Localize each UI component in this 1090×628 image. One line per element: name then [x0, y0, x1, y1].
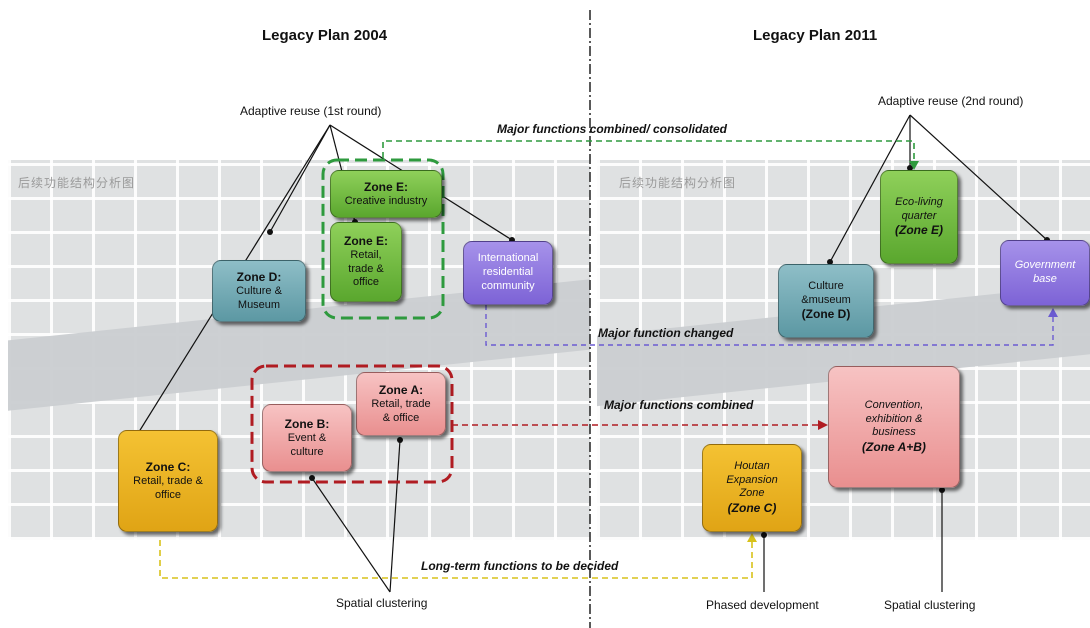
changed-dash [485, 305, 1054, 346]
zone-title: Zone E: [364, 179, 408, 194]
consolidated-dash [382, 140, 915, 163]
culture-museum-box: Culture &museum (Zone D) [778, 264, 874, 338]
zone-d-box: Zone D: Culture & Museum [212, 260, 306, 322]
zone-text: Expansion [726, 473, 778, 486]
anchor-dot [397, 437, 403, 443]
map-caption-2011: 后续功能结构分析图 [619, 176, 737, 190]
zone-text: base [1033, 273, 1057, 285]
phased-development-label: Phased development [706, 598, 819, 612]
zone-text: Creative industry [344, 194, 428, 207]
zone-ab-group-outline [250, 364, 454, 484]
zone-text: residential [482, 266, 534, 279]
zone-e-group-outline [321, 158, 445, 320]
anchor-dot [761, 532, 767, 538]
zone-text: & office [382, 411, 420, 424]
zone-title: Zone B: [284, 416, 330, 431]
anchor-dot [827, 259, 833, 265]
map-caption-2004: 后续功能结构分析图 [18, 176, 136, 190]
zone-text: Retail, [350, 248, 382, 261]
zone-title: Zone C: [145, 459, 191, 474]
zone-text: Convention, [864, 398, 924, 411]
zone-e-creative-box: Zone E: Creative industry [330, 170, 442, 218]
eco-living-box: Eco-living quarter (Zone E) [880, 170, 958, 264]
zone-text: Culture [808, 279, 844, 292]
houtan-expansion-box: Houtan Expansion Zone (Zone C) [702, 444, 802, 532]
zone-text: Houtan [734, 459, 770, 472]
arrowhead [1048, 308, 1058, 317]
arrowhead [747, 533, 757, 542]
zone-a-box: Zone A: Retail, trade & office [356, 372, 446, 436]
convention-exhibition-box: Convention, exhibition & business (Zone … [828, 366, 960, 488]
zone-text: culture [290, 445, 324, 458]
consolidated-label: Major functions combined/ consolidated [497, 122, 728, 136]
zone-text: Government [1014, 259, 1076, 272]
anchor-dot [939, 487, 945, 493]
zone-text: business [872, 426, 916, 439]
arrowhead [909, 161, 919, 170]
zone-title: Zone E: [344, 233, 388, 248]
zone-text: Zone [739, 487, 765, 500]
spatial-clustering-left-label: Spatial clustering [336, 596, 428, 610]
combined-label: Major functions combined [604, 398, 754, 412]
spatial-clustering-left-lines [311, 439, 401, 593]
adaptive-reuse-1-label: Adaptive reuse (1st round) [240, 104, 382, 118]
zone-title: (Zone A+B) [862, 440, 926, 455]
international-residential-box: International residential community [463, 241, 553, 305]
zone-text: Event & [287, 431, 327, 444]
zone-text: &museum [801, 293, 851, 306]
zone-text: exhibition & [865, 412, 923, 425]
zone-text: trade & [348, 262, 384, 275]
zone-text: Culture & [236, 284, 282, 297]
adaptive-reuse-2-label: Adaptive reuse (2nd round) [878, 94, 1024, 108]
zone-text: International [477, 252, 539, 265]
anchor-dot [907, 165, 913, 171]
zone-text: Retail, trade [371, 397, 431, 410]
government-base-box: Government base [1000, 240, 1090, 306]
zone-text: office [154, 488, 182, 501]
zone-text: quarter [901, 209, 937, 222]
zone-text: community [481, 279, 535, 292]
long-term-label: Long-term functions to be decided [421, 559, 619, 573]
zone-title: Zone A: [378, 382, 424, 397]
changed-label: Major function changed [598, 326, 734, 340]
map-2004: 后续功能结构分析图 [8, 160, 590, 540]
zone-text: Eco-living [895, 195, 943, 208]
zone-b-box: Zone B: Event & culture [262, 404, 352, 472]
zone-title: (Zone C) [727, 501, 777, 516]
spatial-clustering-right-label: Spatial clustering [884, 598, 976, 612]
zone-title: Zone D: [236, 269, 282, 284]
title-2004: Legacy Plan 2004 [262, 27, 388, 44]
arrowhead [818, 420, 828, 430]
anchor-dot [267, 229, 273, 235]
zone-text: Retail, trade & [133, 474, 203, 487]
zone-text: Museum [237, 298, 281, 311]
zone-title: (Zone E) [895, 223, 943, 238]
anchor-dot [309, 475, 315, 481]
title-2011: Legacy Plan 2011 [753, 27, 878, 44]
zone-e-retail-box: Zone E: Retail, trade & office [330, 222, 402, 302]
zone-title: (Zone D) [801, 307, 851, 322]
zone-c-box: Zone C: Retail, trade & office [118, 430, 218, 532]
long-term-dash [159, 540, 753, 579]
zone-text: office [352, 276, 380, 289]
